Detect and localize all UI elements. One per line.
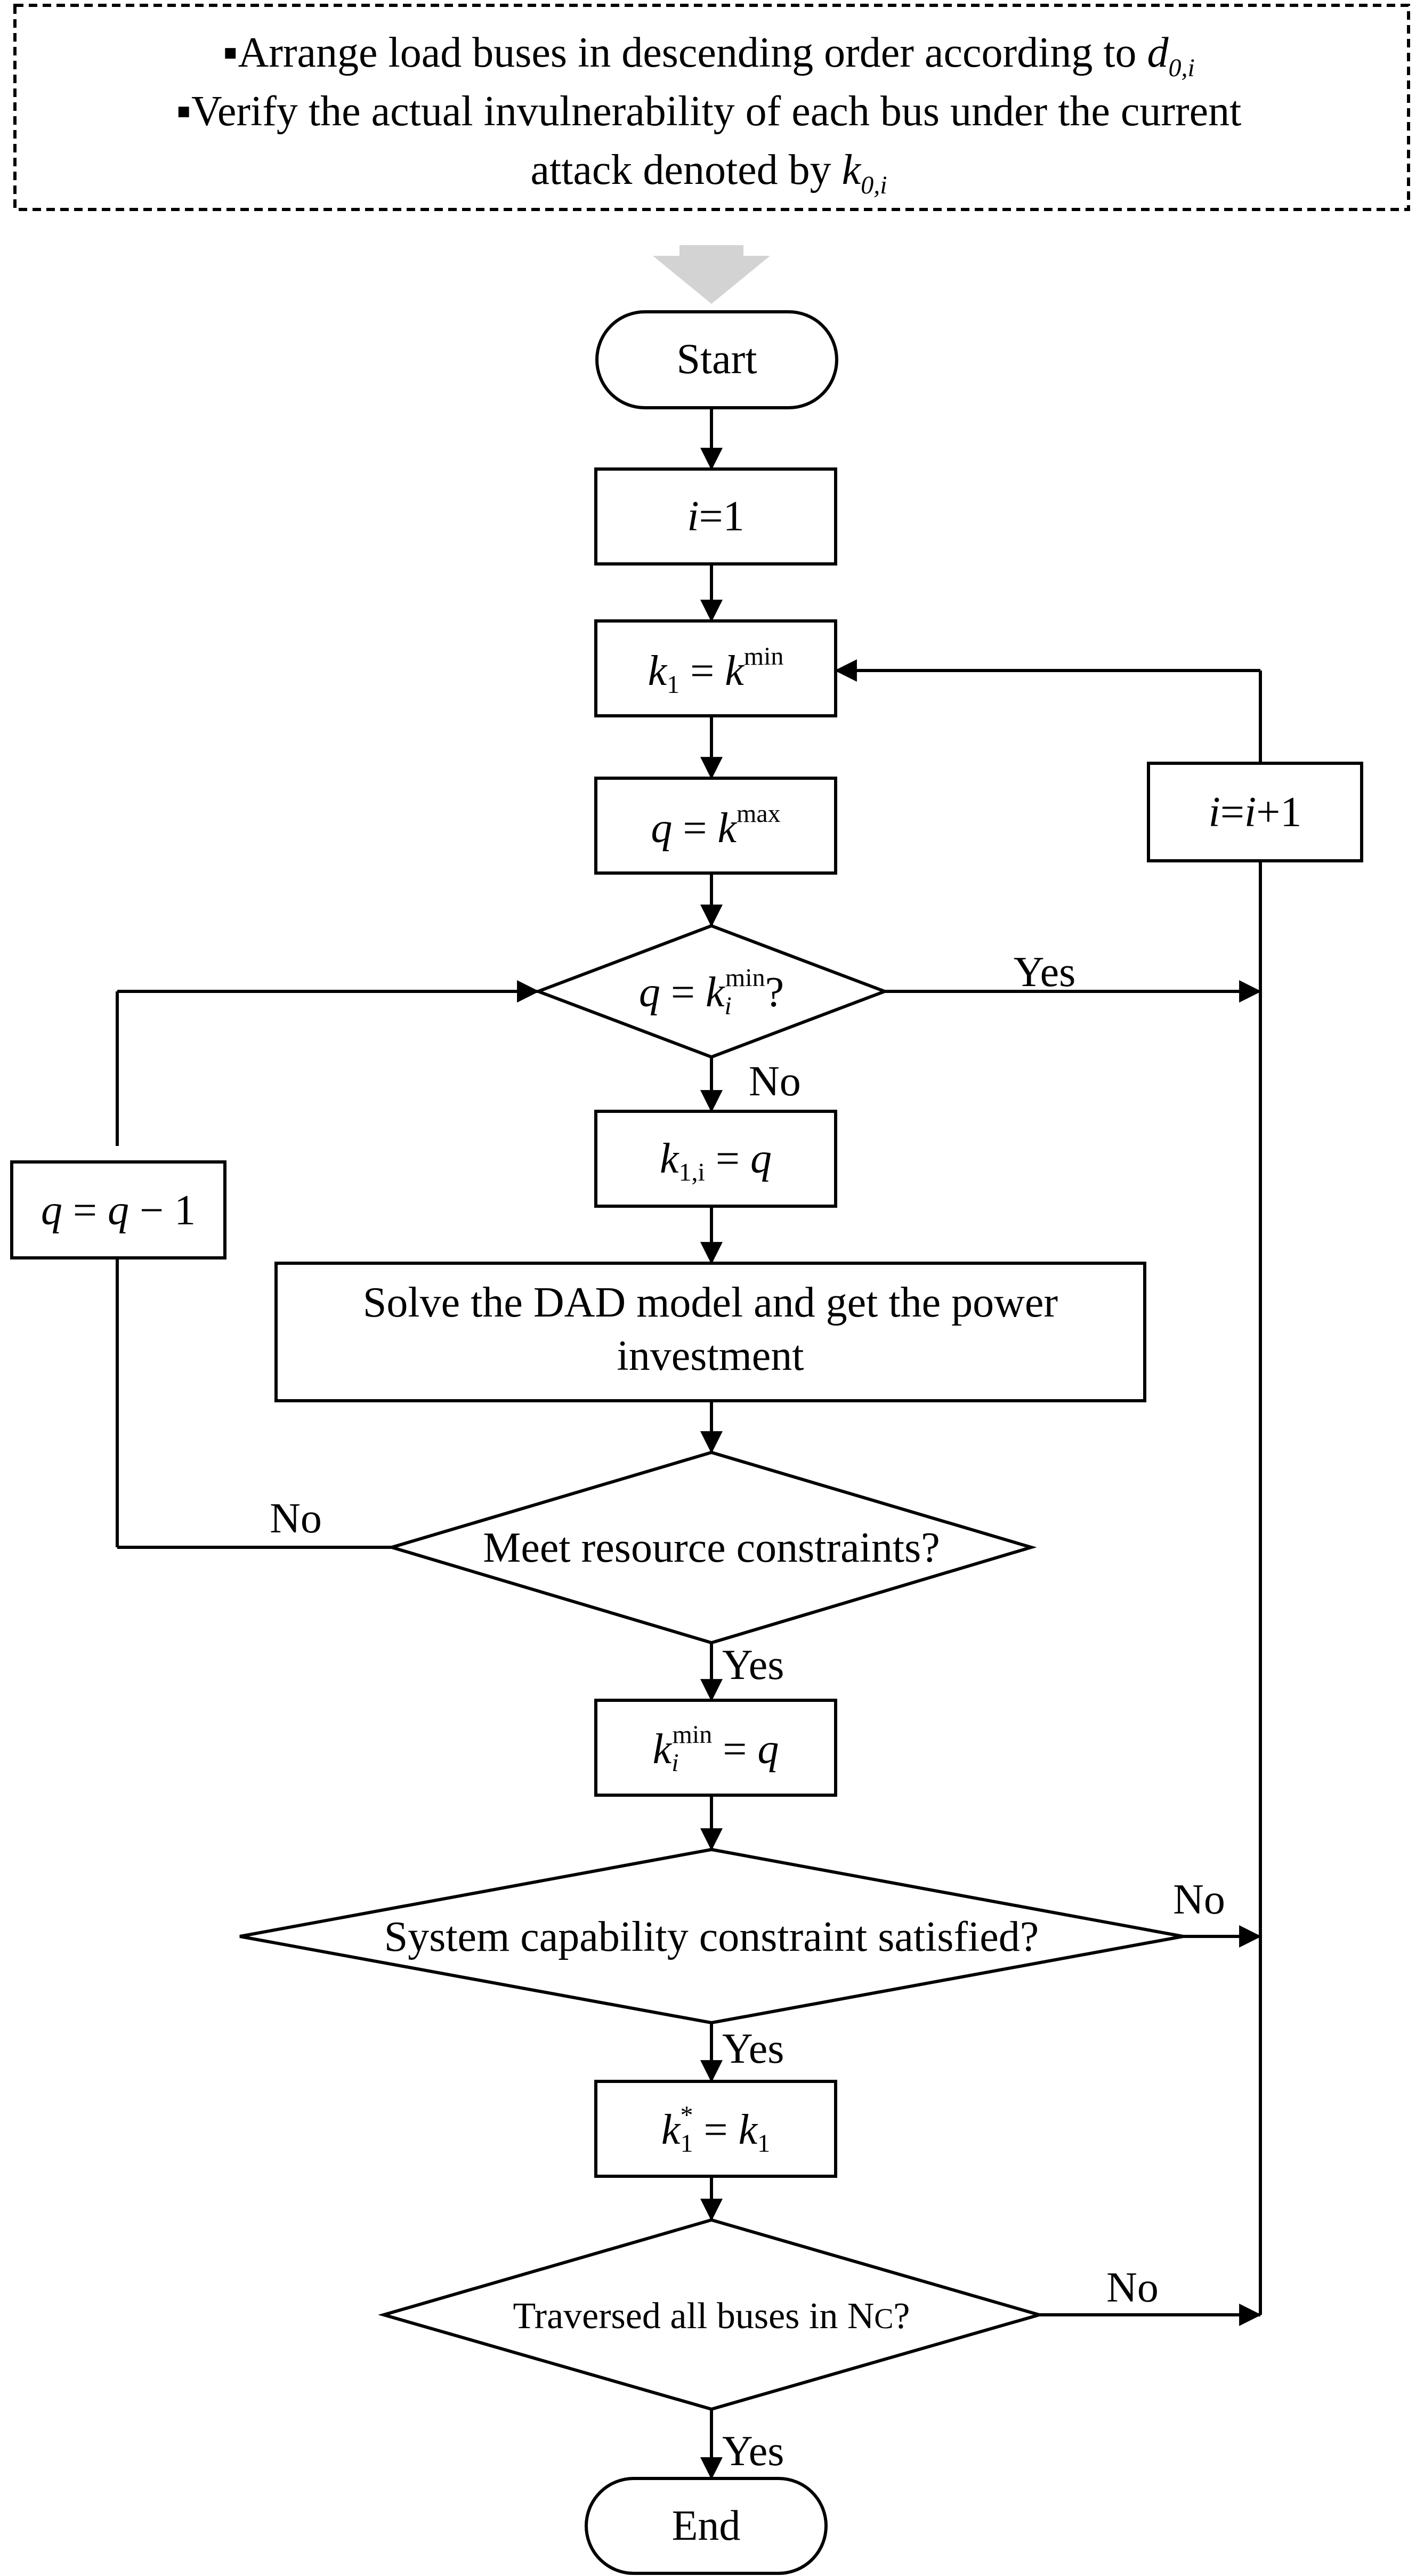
svg-text:i=1: i=1 — [687, 493, 744, 540]
set-kstar-lhs-sub: 1 — [680, 2129, 693, 2158]
decrement-q-box: q = q − 1 — [10, 1160, 226, 1259]
check-q-diamond: q = kimin? — [533, 924, 889, 1059]
preamble-line3-sub: 0,i — [861, 171, 887, 199]
set-kstar-lhs: k — [661, 2106, 681, 2153]
set-k1-eq: = — [679, 648, 725, 695]
preamble-line3-var: k — [842, 147, 862, 193]
decrement-q-eq: = — [62, 1187, 108, 1234]
label-no-resource: No — [270, 1495, 322, 1542]
solve-dad-line1: Solve the DAD model and get the power — [363, 1279, 1058, 1326]
solve-dad-line2: investment — [617, 1333, 804, 1379]
set-kstar-box: k1* = k1 — [594, 2080, 837, 2178]
increment-i-eq: = — [1220, 789, 1244, 836]
set-kstar-rhs: k — [739, 2106, 758, 2153]
traversed-end: ? — [893, 2296, 910, 2337]
label-no-check-q: No — [749, 1058, 801, 1105]
check-q-rhs-sup: min — [725, 964, 765, 992]
set-kimin-box: kimin = q — [594, 1699, 837, 1797]
svg-text:q = kmax: q = kmax — [651, 800, 780, 852]
preamble-line1: ▪Arrange load buses in descending order … — [223, 29, 1147, 76]
increment-i-rhs: i — [1244, 789, 1256, 836]
set-q-box: q = kmax — [594, 777, 837, 875]
preamble-line1-var: d — [1147, 29, 1169, 76]
svg-text:attack denoted by k0,i: attack denoted by k0,i — [530, 147, 887, 199]
set-k1i-lhs: k — [660, 1135, 679, 1182]
set-k1-box: k1 = kmin — [594, 619, 837, 717]
traversed-smallcap: C — [874, 2303, 893, 2335]
preamble-line2: ▪Verify the actual invulnerability of ea… — [176, 88, 1242, 135]
svg-text:q = kimin?: q = kimin? — [639, 964, 784, 1020]
increment-i-box: i=i+1 — [1147, 762, 1363, 862]
svg-text:i=i+1: i=i+1 — [1209, 789, 1302, 836]
decrement-q-num: 1 — [174, 1187, 196, 1234]
end-terminal: End — [585, 2477, 828, 2575]
set-kimin-rhs: q — [757, 1726, 779, 1773]
set-kimin-lhs-sup: min — [673, 1721, 713, 1749]
start-label: Start — [676, 336, 757, 383]
set-k1i-rhs: q — [750, 1135, 772, 1182]
check-q-lhs: q — [639, 969, 660, 1016]
set-q-rhs-sup: max — [737, 800, 781, 828]
set-kstar-lhs-sup: * — [680, 2101, 693, 2129]
decrement-q-lhs: q — [41, 1187, 62, 1234]
increment-i-rest: +1 — [1256, 789, 1301, 836]
label-yes-capability: Yes — [722, 2025, 784, 2072]
check-q-rhs: k — [706, 969, 725, 1016]
right-rail-path — [834, 659, 1262, 2315]
check-q-end: ? — [765, 969, 784, 1016]
set-kimin-eq: = — [712, 1726, 757, 1773]
set-k1-rhs: k — [725, 648, 745, 695]
traversed-label: Traversed all buses in N — [513, 2296, 875, 2337]
set-q-lhs: q — [651, 805, 672, 852]
set-kstar-eq: = — [693, 2106, 738, 2153]
check-q-rhs-sub: i — [725, 992, 732, 1020]
svg-text:k1,i = q: k1,i = q — [660, 1135, 772, 1186]
set-k1i-lhs-sub: 1,i — [679, 1158, 705, 1186]
decrement-q-op: − — [129, 1187, 174, 1234]
check-q-eq: = — [660, 969, 706, 1016]
loop-left-path — [116, 980, 540, 1549]
decrement-q-rhs: q — [108, 1187, 129, 1234]
svg-text:k1 = kmin: k1 = kmin — [648, 642, 784, 699]
init-i-var: i — [687, 493, 699, 540]
svg-text:Traversed all buses in NC?: Traversed all buses in NC? — [513, 2296, 910, 2337]
set-k1-lhs-sub: 1 — [667, 671, 679, 699]
system-capability-label: System capability constraint satisfied? — [384, 1913, 1039, 1960]
traversed-diamond: Traversed all buses in NC? — [378, 2218, 1045, 2411]
gray-down-arrow — [653, 245, 770, 304]
set-kstar-rhs-sub: 1 — [757, 2129, 770, 2158]
svg-text:q = q − 1: q = q − 1 — [41, 1187, 196, 1234]
init-i-rest: =1 — [699, 493, 745, 540]
label-no-traversed: No — [1106, 2264, 1159, 2311]
label-yes-resource: Yes — [722, 1642, 784, 1689]
svg-text:kimin = q: kimin = q — [653, 1721, 779, 1777]
set-k1-rhs-sup: min — [744, 642, 784, 671]
meet-resource-label: Meet resource constraints? — [483, 1524, 940, 1571]
label-yes-check-q: Yes — [1014, 949, 1075, 996]
set-k1i-eq: = — [705, 1135, 750, 1182]
set-k1-lhs: k — [648, 648, 668, 695]
preamble-line3: attack denoted by — [530, 147, 841, 193]
set-q-eq: = — [672, 805, 717, 852]
end-label: End — [672, 2502, 741, 2549]
preamble-box: ▪Arrange load buses in descending order … — [13, 4, 1410, 211]
label-yes-traversed: Yes — [722, 2428, 784, 2475]
increment-i-lhs: i — [1209, 789, 1220, 836]
set-k1i-box: k1,i = q — [594, 1110, 837, 1208]
solve-dad-box: Solve the DAD model and get the power in… — [274, 1262, 1146, 1402]
system-capability-diamond: System capability constraint satisfied? — [239, 1847, 1184, 2025]
svg-text:k1* = k1: k1* = k1 — [661, 2101, 770, 2158]
start-terminal: Start — [595, 310, 838, 409]
meet-resource-diamond: Meet resource constraints? — [386, 1450, 1037, 1645]
set-kimin-lhs: k — [653, 1726, 673, 1773]
label-no-capability: No — [1173, 1876, 1225, 1923]
init-i-box: i=1 — [594, 467, 837, 566]
svg-text:▪Arrange load buses in descend: ▪Arrange load buses in descending order … — [223, 29, 1195, 82]
set-q-rhs: k — [717, 805, 737, 852]
preamble-line1-sub: 0,i — [1169, 54, 1195, 82]
set-kimin-lhs-sub: i — [671, 1749, 678, 1777]
